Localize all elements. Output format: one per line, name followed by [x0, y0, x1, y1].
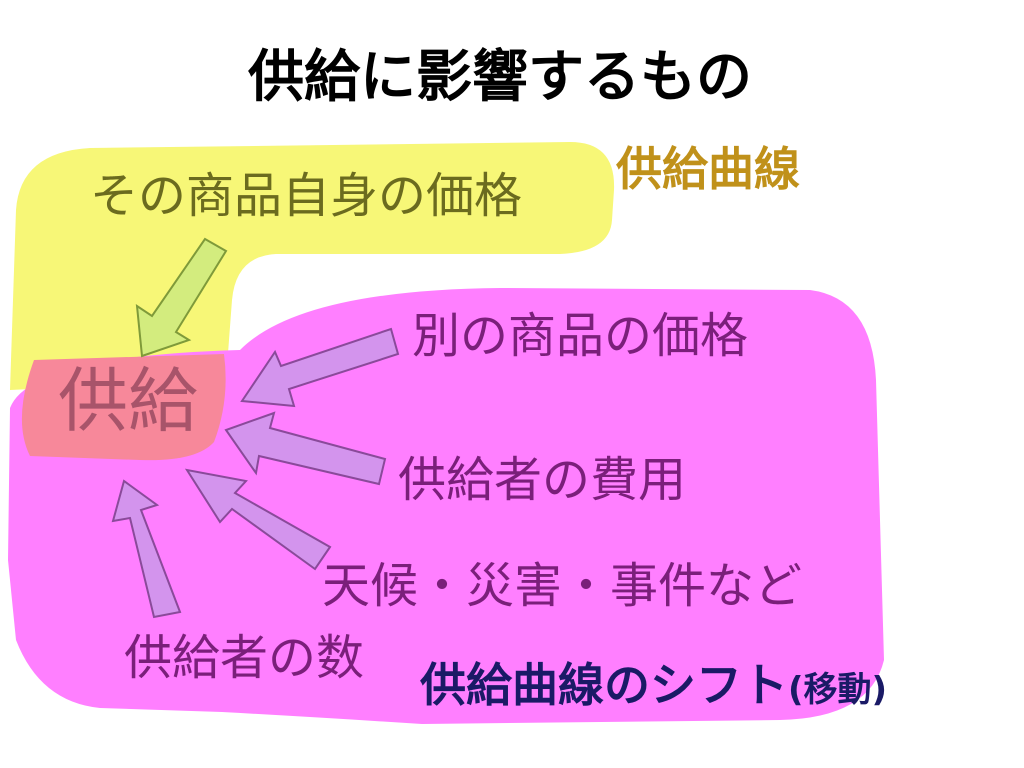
pink-region: [8, 288, 884, 724]
page-title: 供給に影響するもの: [248, 45, 752, 110]
arrow-weather: [184, 468, 332, 571]
other-price-label: 別の商品の価格: [412, 308, 749, 364]
arrow-left-icon: [240, 327, 400, 408]
own-price-label: その商品自身の価格: [90, 168, 523, 224]
supplier-cost-label: 供給者の費用: [398, 452, 687, 508]
overlap-region: [21, 354, 226, 461]
supply-shift-text: 供給曲線のシフト: [420, 658, 788, 712]
arrow-supplier-cost: [224, 411, 387, 486]
supply-curve-label: 供給曲線: [616, 142, 800, 196]
weather-disaster-label: 天候・災害・事件など: [322, 558, 803, 614]
supply-shift-label: 供給曲線のシフト(移動): [420, 662, 887, 708]
arrow-left-icon: [224, 411, 387, 486]
arrow-down-left-icon: [135, 237, 228, 358]
supply-shift-paren: (移動): [788, 670, 888, 710]
arrow-own-price: [135, 237, 228, 358]
arrow-supplier-count: [111, 479, 182, 619]
arrow-up-left-icon: [184, 468, 332, 571]
supplier-count-label: 供給者の数: [124, 630, 365, 686]
arrow-other-price: [240, 327, 400, 408]
supply-label: 供給: [58, 360, 198, 442]
arrow-up-icon: [111, 479, 182, 619]
